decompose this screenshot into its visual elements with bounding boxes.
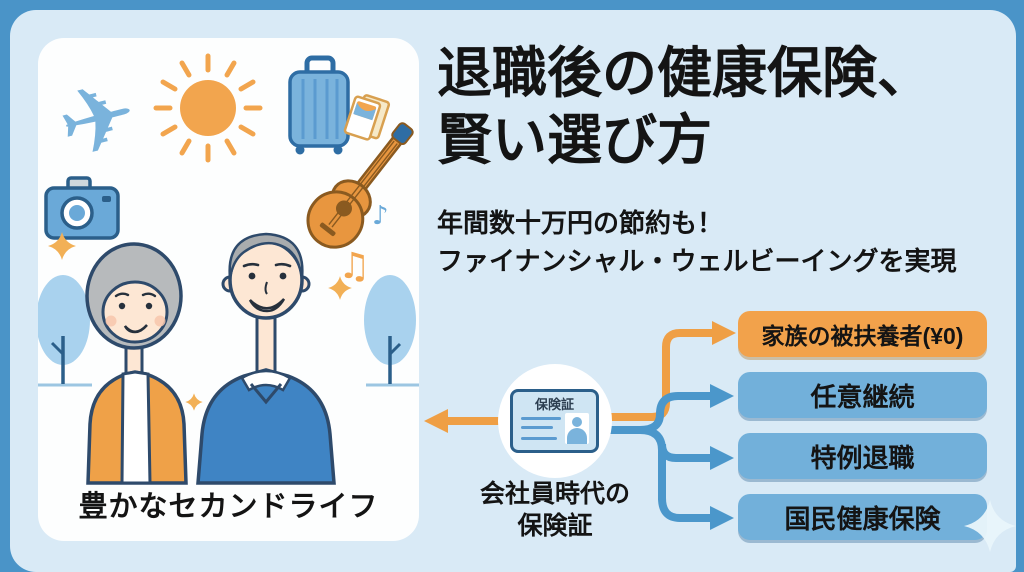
card-text-line xyxy=(521,437,557,440)
option-box-family-dependent: 家族の被扶養者(¥0) xyxy=(738,311,987,357)
tree-icon xyxy=(38,275,419,387)
option-box-voluntary-continuation: 任意継続 xyxy=(738,372,987,418)
insurance-card-badge: 保険証 xyxy=(498,364,612,478)
suitcase-icon xyxy=(288,55,350,155)
sun-icon xyxy=(153,53,263,163)
insurance-card-title: 保険証 xyxy=(534,397,574,412)
guitar-icon xyxy=(306,122,414,249)
camera-icon xyxy=(44,176,120,240)
second-life-illustration-card: ✈ xyxy=(38,38,419,541)
page-subtitle: 年間数十万円の節約も！ ファイナンシャル・ウェルビーイングを実現 xyxy=(437,205,1017,280)
arrow-to-family-dependent xyxy=(597,321,736,421)
tickets-icon xyxy=(343,94,391,141)
subtitle-line-1: 年間数十万円の節約も！ xyxy=(437,208,724,238)
card-text-line xyxy=(521,417,561,420)
elderly-woman xyxy=(85,242,188,485)
source-label-line-1: 会社員時代の xyxy=(479,480,630,508)
card-text-line xyxy=(521,426,553,429)
page-title: 退職後の健康保険、 賢い選び方 xyxy=(437,40,1017,174)
source-label: 会社員時代の 保険証 xyxy=(455,478,655,542)
source-label-line-2: 保険証 xyxy=(517,512,593,540)
music-note-icon: ♪ xyxy=(372,201,389,231)
sparkle-icon xyxy=(964,500,1016,552)
music-notes-icon: ♫ xyxy=(338,246,370,287)
content-area: ✈ xyxy=(10,10,1016,572)
illustration-canvas: ✈ xyxy=(38,53,419,485)
option-box-national-health-insurance: 国民健康保険 xyxy=(738,494,987,540)
elderly-man xyxy=(196,232,336,485)
insurance-card-icon: 保険証 xyxy=(510,389,599,453)
illustration-caption: 豊かなセカンドライフ xyxy=(78,491,379,523)
title-line-2: 賢い選び方 xyxy=(437,109,713,172)
sparkle-icon xyxy=(48,232,352,411)
person-silhouette-icon xyxy=(565,413,589,444)
arrow-left-orange xyxy=(424,409,505,433)
option-box-special-retiree: 特例退職 xyxy=(738,433,987,479)
airplane-icon: ✈ xyxy=(47,59,148,181)
title-line-1: 退職後の健康保険、 xyxy=(437,42,933,104)
subtitle-line-2: ファイナンシャル・ウェルビーイングを実現 xyxy=(437,245,957,276)
svg-text:✈: ✈ xyxy=(47,59,148,181)
